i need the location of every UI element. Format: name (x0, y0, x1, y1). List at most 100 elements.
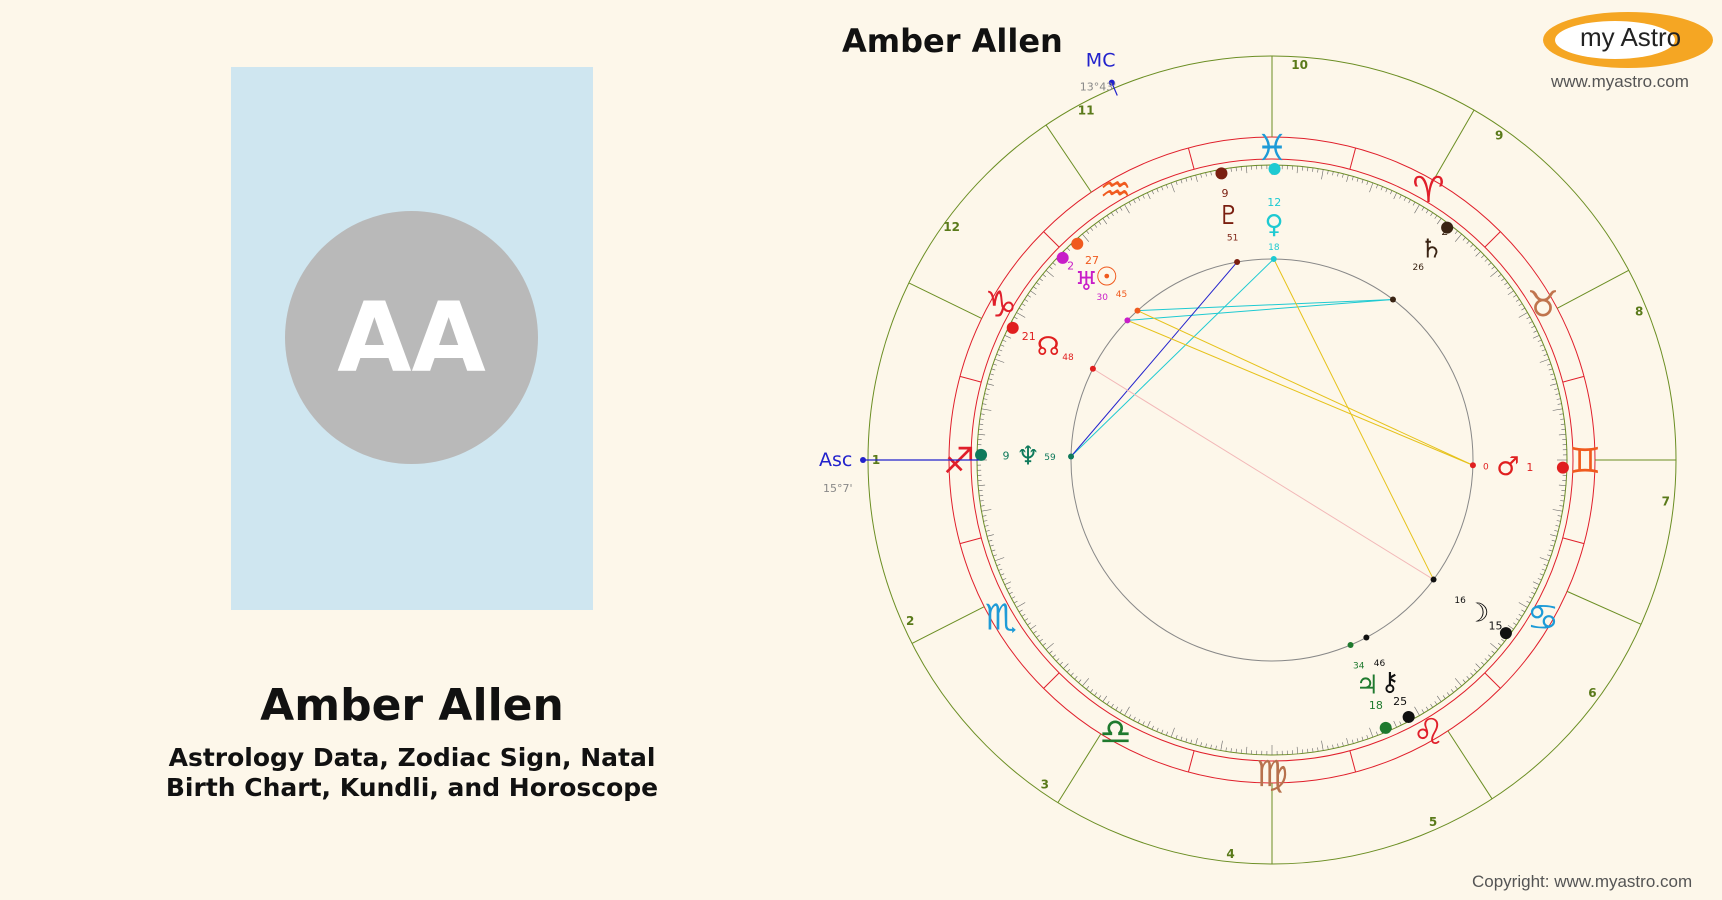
degree-tick (1190, 176, 1193, 181)
house-cusp-line (1447, 730, 1493, 800)
planet-minute: 30 (1097, 293, 1109, 303)
degree-tick (1421, 206, 1425, 211)
degree-tick (1021, 613, 1026, 617)
degree-tick (1106, 215, 1110, 219)
degree-tick (1133, 716, 1136, 721)
degree-tick (985, 388, 990, 390)
degree-tick (1454, 678, 1462, 687)
ascendant-degree: 15°7' (823, 482, 853, 495)
degree-tick (986, 534, 994, 537)
degree-tick (992, 554, 997, 557)
degree-tick (1466, 240, 1470, 244)
degree-tick (1462, 679, 1466, 683)
house-number: 6 (1588, 686, 1596, 700)
planet-aspect-point (1347, 642, 1354, 649)
degree-tick (1543, 354, 1548, 356)
aspect-line (1273, 258, 1435, 580)
degree-tick (1312, 167, 1314, 172)
degree-tick (1115, 706, 1119, 711)
degree-tick (1556, 520, 1561, 522)
degree-tick (1082, 233, 1090, 242)
degree-tick (1225, 747, 1227, 752)
degree-tick (1551, 539, 1556, 542)
degree-tick (1156, 188, 1159, 193)
degree-tick (1296, 166, 1299, 174)
degree-tick (1513, 294, 1517, 298)
sign-glyph-virgo: ♍ (1256, 754, 1288, 795)
degree-tick (1537, 339, 1542, 342)
planet-aspect-point (1068, 453, 1075, 460)
degree-tick (1558, 484, 1566, 487)
degree-tick (1006, 587, 1011, 590)
degree-tick (1147, 192, 1151, 200)
degree-tick (1515, 299, 1520, 302)
degree-tick (1013, 316, 1018, 320)
degree-tick (1488, 262, 1492, 266)
degree-tick (1210, 171, 1212, 176)
degree-tick (1180, 179, 1183, 184)
degree-tick (980, 505, 985, 507)
degree-tick (1528, 596, 1533, 599)
degree-tick (1321, 740, 1324, 751)
degree-tick (1554, 388, 1559, 390)
degree-tick (1011, 596, 1016, 599)
degree-tick (1425, 706, 1429, 711)
degree-tick (1557, 403, 1562, 405)
degree-tick (1245, 746, 1248, 754)
degree-tick (1470, 244, 1474, 248)
degree-tick (1518, 303, 1523, 307)
house-number: 12 (943, 220, 960, 234)
planet-degree: 18 (1369, 699, 1383, 712)
planet-minute: 51 (1227, 233, 1238, 243)
degree-tick (1066, 669, 1071, 673)
degree-tick (1548, 549, 1553, 552)
degree-tick (1090, 689, 1094, 693)
degree-tick (1090, 227, 1094, 231)
degree-tick (1175, 735, 1178, 740)
degree-tick (1507, 624, 1514, 630)
degree-tick (1111, 212, 1114, 217)
degree-tick (1042, 642, 1047, 646)
degree-tick (1497, 642, 1502, 646)
degree-tick (1376, 184, 1378, 189)
degree-tick (1454, 685, 1458, 690)
sign-glyph-aries: ♈ (1412, 170, 1444, 211)
sign-boundary-line (1043, 231, 1060, 248)
degree-tick (1030, 290, 1037, 296)
sign-boundary-line (1562, 537, 1585, 545)
planet-degree: 12 (1267, 196, 1281, 209)
degree-tick (1036, 282, 1040, 286)
aspect-line (1127, 319, 1474, 466)
planet-aspect-point (1363, 634, 1370, 641)
person-name: Amber Allen (260, 680, 564, 731)
sign-glyph-scorpio: ♏ (985, 598, 1017, 639)
degree-tick (1016, 312, 1026, 318)
degree-tick (1475, 251, 1481, 257)
logo-url[interactable]: www.myastro.com (1551, 72, 1689, 91)
house-ring-outer (867, 55, 1677, 865)
degree-tick (1052, 262, 1056, 266)
degree-tick (1466, 676, 1470, 680)
house-number: 4 (1226, 847, 1234, 861)
avatar-initials: AA (337, 281, 486, 394)
degree-tick (1033, 286, 1037, 290)
house-number: 7 (1662, 494, 1670, 508)
sign-glyph-gemini: ♊ (1569, 441, 1601, 482)
logo-text[interactable]: my Astro (1580, 22, 1682, 52)
sign-glyph-libra: ♎ (1099, 712, 1131, 753)
degree-tick (1045, 270, 1054, 278)
house-number: 9 (1495, 129, 1503, 143)
degree-tick (1501, 278, 1505, 282)
degree-tick (1554, 530, 1559, 532)
house-number: 5 (1429, 815, 1437, 829)
degree-tick (1030, 624, 1037, 630)
degree-tick (1185, 738, 1188, 743)
planet-glyph-north-node: ☊ (1037, 332, 1060, 362)
degree-tick (1346, 738, 1349, 746)
ascendant-point (860, 457, 866, 463)
planet-minute: 18 (1268, 243, 1280, 253)
degree-tick (1369, 182, 1374, 193)
degree-tick (1327, 170, 1329, 175)
logo-inner (1555, 21, 1675, 59)
